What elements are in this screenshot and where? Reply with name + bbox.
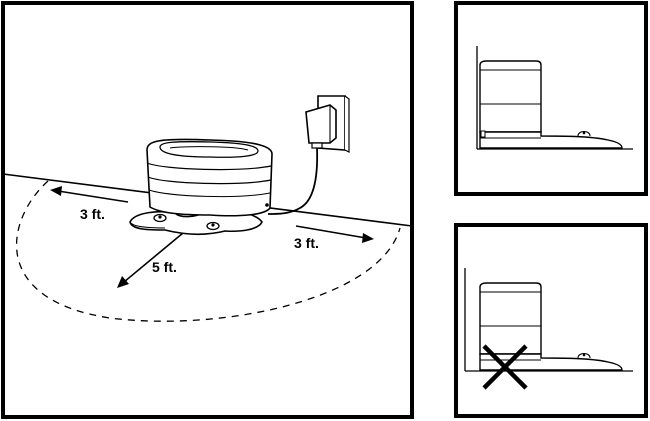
main-panel: 3 ft. 3 ft. 5 ft. <box>3 3 412 417</box>
correct-placement-panel <box>456 3 646 194</box>
charging-base-icon <box>130 139 272 234</box>
right-clearance-label: 3 ft. <box>294 235 319 251</box>
incorrect-placement-panel <box>456 225 646 416</box>
front-clearance-label: 5 ft. <box>152 259 177 275</box>
power-adapter-icon <box>306 105 336 148</box>
left-clearance-label: 3 ft. <box>80 206 105 222</box>
